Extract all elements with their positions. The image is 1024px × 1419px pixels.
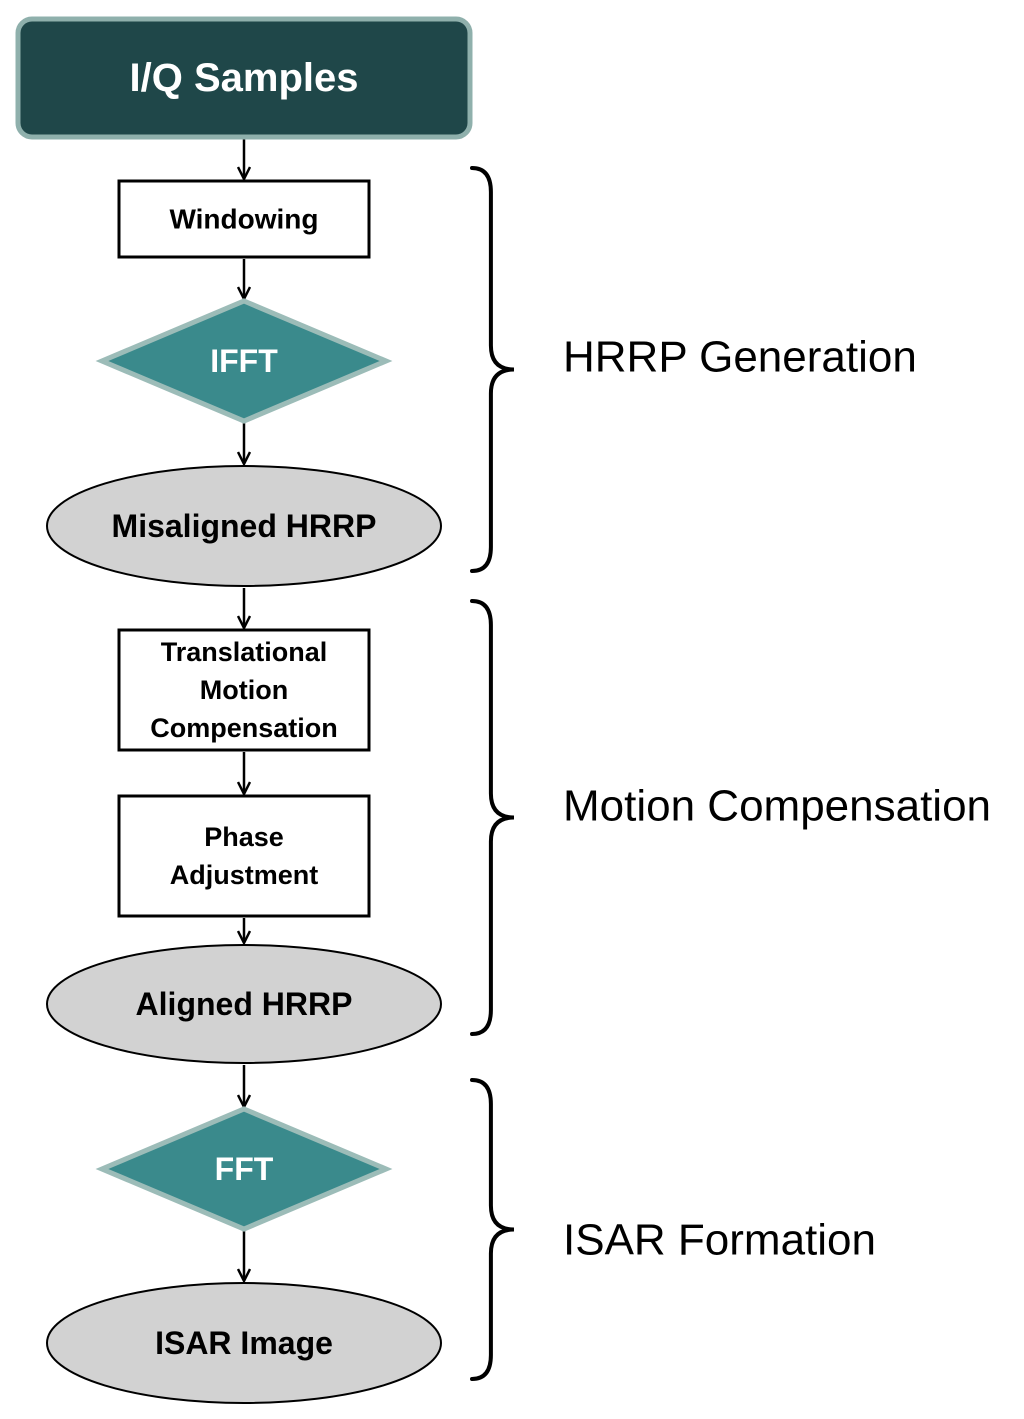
- stage-label: ISAR Formation: [563, 1216, 876, 1265]
- stage-3: ISAR Formation: [470, 1078, 876, 1381]
- node-label: ISAR Image: [155, 1325, 333, 1361]
- node-ifft: IFFT: [95, 298, 393, 424]
- node-shape: [46, 1282, 442, 1404]
- node-label: I/Q Samples: [130, 56, 359, 100]
- node-shape: [117, 179, 371, 259]
- node-label: Aligned HRRP: [136, 986, 353, 1022]
- node-shape: [46, 465, 442, 587]
- node-windowing: Windowing: [117, 179, 371, 259]
- node-iq-samples: I/Q Samples: [15, 16, 473, 140]
- node-label: Compensation: [150, 713, 338, 743]
- node-shape: [117, 794, 371, 918]
- node-label: Translational: [161, 637, 328, 667]
- node-label: Windowing: [169, 204, 318, 235]
- node-label: FFT: [215, 1151, 274, 1187]
- node-shape: [15, 16, 473, 140]
- stage-brace: [470, 166, 515, 573]
- node-shape: [95, 298, 393, 424]
- stage-brace: [470, 1078, 515, 1381]
- node-label: Phase: [204, 822, 284, 852]
- node-label: Adjustment: [170, 860, 319, 890]
- stage-label: HRRP Generation: [563, 333, 917, 382]
- node-label: IFFT: [210, 343, 278, 379]
- node-shape: [117, 628, 371, 752]
- node-aligned-hrrp: Aligned HRRP: [46, 944, 442, 1064]
- node-isar-image: ISAR Image: [46, 1282, 442, 1404]
- stage-1: HRRP Generation: [470, 166, 917, 573]
- node-label: Motion: [200, 675, 288, 705]
- stage-brace: [470, 599, 515, 1036]
- node-label: Misaligned HRRP: [112, 508, 377, 544]
- node-fft: FFT: [95, 1106, 393, 1232]
- stage-2: Motion Compensation: [470, 599, 991, 1036]
- node-shape: [95, 1106, 393, 1232]
- node-shape: [46, 944, 442, 1064]
- node-misaligned-hrrp: Misaligned HRRP: [46, 465, 442, 587]
- stage-label: Motion Compensation: [563, 782, 991, 831]
